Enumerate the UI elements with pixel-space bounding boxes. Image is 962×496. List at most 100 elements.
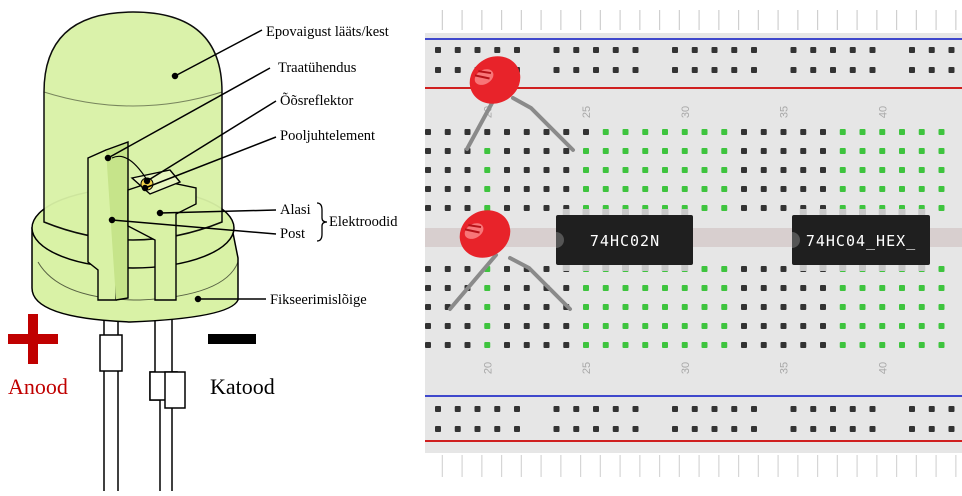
hole-connected[interactable] xyxy=(622,285,629,291)
hole-connected[interactable] xyxy=(879,148,886,154)
hole[interactable] xyxy=(632,67,639,73)
hole[interactable] xyxy=(948,47,955,53)
hole-connected[interactable] xyxy=(879,323,886,329)
hole-connected[interactable] xyxy=(701,266,708,272)
hole[interactable] xyxy=(504,304,510,310)
hole[interactable] xyxy=(444,148,451,154)
hole[interactable] xyxy=(425,167,431,173)
hole[interactable] xyxy=(474,406,481,412)
hole[interactable] xyxy=(494,426,501,432)
hole[interactable] xyxy=(820,342,826,348)
hole-connected[interactable] xyxy=(681,148,688,154)
hole[interactable] xyxy=(612,47,619,53)
hole[interactable] xyxy=(593,67,599,73)
hole[interactable] xyxy=(780,186,787,192)
hole[interactable] xyxy=(869,426,876,432)
hole-connected[interactable] xyxy=(839,129,846,135)
hole-connected[interactable] xyxy=(938,186,945,192)
hole-connected[interactable] xyxy=(642,129,649,135)
hole-connected[interactable] xyxy=(662,148,668,154)
hole[interactable] xyxy=(849,67,856,73)
hole[interactable] xyxy=(790,47,797,53)
hole-connected[interactable] xyxy=(701,285,708,291)
hole[interactable] xyxy=(543,323,550,329)
hole-connected[interactable] xyxy=(642,186,649,192)
hole-connected[interactable] xyxy=(938,129,945,135)
hole[interactable] xyxy=(780,285,787,291)
hole[interactable] xyxy=(751,67,757,73)
hole[interactable] xyxy=(909,426,915,432)
hole-connected[interactable] xyxy=(879,342,886,348)
hole[interactable] xyxy=(780,129,787,135)
hole[interactable] xyxy=(504,323,510,329)
hole[interactable] xyxy=(563,285,570,291)
hole[interactable] xyxy=(928,406,935,412)
hole[interactable] xyxy=(869,47,876,53)
hole[interactable] xyxy=(523,304,530,310)
led-top[interactable] xyxy=(461,47,575,152)
hole[interactable] xyxy=(425,304,431,310)
hole[interactable] xyxy=(869,67,876,73)
hole-connected[interactable] xyxy=(859,148,866,154)
hole-connected[interactable] xyxy=(602,304,609,310)
hole[interactable] xyxy=(731,406,738,412)
hole[interactable] xyxy=(464,304,471,310)
hole[interactable] xyxy=(790,67,797,73)
hole-connected[interactable] xyxy=(642,304,649,310)
hole[interactable] xyxy=(425,285,431,291)
hole-connected[interactable] xyxy=(938,205,945,211)
hole[interactable] xyxy=(523,186,530,192)
hole-connected[interactable] xyxy=(701,129,708,135)
hole[interactable] xyxy=(563,167,570,173)
hole[interactable] xyxy=(464,186,471,192)
hole[interactable] xyxy=(751,406,757,412)
hole-connected[interactable] xyxy=(484,205,491,211)
hole[interactable] xyxy=(444,342,451,348)
hole-connected[interactable] xyxy=(662,342,668,348)
hole-connected[interactable] xyxy=(899,342,905,348)
hole[interactable] xyxy=(800,148,807,154)
hole[interactable] xyxy=(553,67,560,73)
hole[interactable] xyxy=(760,323,767,329)
hole[interactable] xyxy=(820,167,826,173)
hole[interactable] xyxy=(543,304,550,310)
hole-connected[interactable] xyxy=(839,304,846,310)
hole[interactable] xyxy=(563,148,570,154)
hole-connected[interactable] xyxy=(899,285,905,291)
hole-connected[interactable] xyxy=(918,285,925,291)
hole-connected[interactable] xyxy=(859,167,866,173)
hole-connected[interactable] xyxy=(859,285,866,291)
hole[interactable] xyxy=(760,304,767,310)
hole-connected[interactable] xyxy=(899,167,905,173)
hole[interactable] xyxy=(790,426,797,432)
hole-connected[interactable] xyxy=(662,323,668,329)
hole[interactable] xyxy=(711,406,718,412)
hole[interactable] xyxy=(435,406,441,412)
hole-connected[interactable] xyxy=(484,285,491,291)
hole[interactable] xyxy=(780,323,787,329)
hole-connected[interactable] xyxy=(681,129,688,135)
chip-74hc04-hex[interactable]: 74HC04_HEX_ xyxy=(792,209,930,271)
hole-connected[interactable] xyxy=(701,148,708,154)
hole[interactable] xyxy=(760,129,767,135)
hole-connected[interactable] xyxy=(602,342,609,348)
hole[interactable] xyxy=(523,285,530,291)
hole-connected[interactable] xyxy=(839,186,846,192)
hole[interactable] xyxy=(672,47,678,53)
hole[interactable] xyxy=(632,47,639,53)
hole[interactable] xyxy=(563,342,570,348)
led-bottom[interactable] xyxy=(448,201,572,311)
hole-connected[interactable] xyxy=(622,167,629,173)
hole[interactable] xyxy=(849,406,856,412)
hole[interactable] xyxy=(731,47,738,53)
hole[interactable] xyxy=(444,186,451,192)
hole-connected[interactable] xyxy=(938,323,945,329)
hole[interactable] xyxy=(928,47,935,53)
hole[interactable] xyxy=(691,426,698,432)
hole[interactable] xyxy=(800,323,807,329)
hole[interactable] xyxy=(553,47,560,53)
hole-connected[interactable] xyxy=(721,342,728,348)
hole-connected[interactable] xyxy=(484,167,491,173)
hole-connected[interactable] xyxy=(642,323,649,329)
hole[interactable] xyxy=(820,148,826,154)
